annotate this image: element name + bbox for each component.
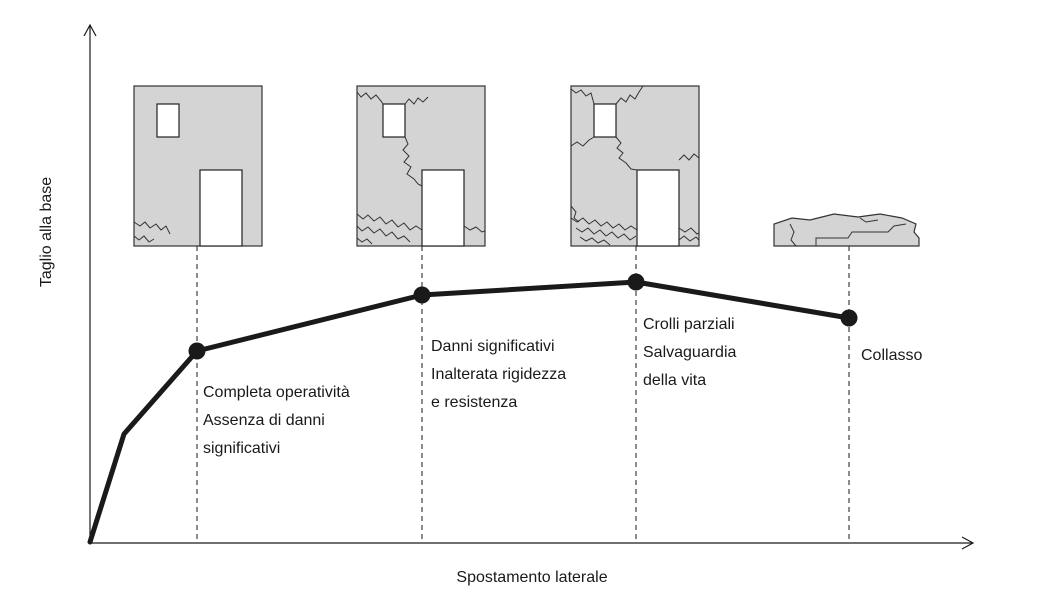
door (421, 169, 465, 247)
label-line: Completa operatività (203, 384, 350, 401)
label-line: Collasso (861, 347, 922, 364)
point-danni (413, 286, 431, 304)
label-line: Assenza di danni (203, 412, 325, 429)
building-collapsed-rubble (773, 213, 920, 247)
point-operativita (188, 342, 206, 360)
point-crolli (627, 273, 645, 291)
label-line: Crolli parziali (643, 316, 735, 333)
point-collasso (840, 309, 858, 327)
capacity-curve (87, 279, 852, 545)
state-label-danni: Danni significativi Inalterata rigidezza… (431, 338, 566, 411)
building-intact-illustration (133, 85, 263, 247)
building-damaged-illustration (356, 85, 486, 247)
label-line: Salvaguardia (643, 344, 737, 361)
state-label-crolli: Crolli parziali Salvaguardia della vita (643, 316, 737, 389)
door (199, 169, 243, 247)
window (156, 103, 180, 138)
y-axis-label: Taglio alla base (38, 177, 55, 287)
x-axis-arrowhead (961, 536, 975, 550)
label-line: significativi (203, 440, 280, 457)
axes (83, 23, 975, 550)
building-heavy-damage-illustration (570, 85, 700, 247)
label-line: Inalterata rigidezza (431, 366, 566, 383)
state-label-collasso: Collasso (861, 347, 922, 364)
window (593, 103, 617, 138)
state-label-operativita: Completa operatività Assenza di danni si… (203, 384, 350, 457)
label-line: e resistenza (431, 394, 517, 411)
label-line: Danni significativi (431, 338, 555, 355)
door (636, 169, 680, 247)
performance-points (188, 273, 858, 360)
label-line: della vita (643, 372, 706, 389)
window (382, 103, 406, 138)
y-axis-arrowhead (83, 23, 97, 37)
x-axis-label: Spostamento laterale (456, 569, 607, 586)
